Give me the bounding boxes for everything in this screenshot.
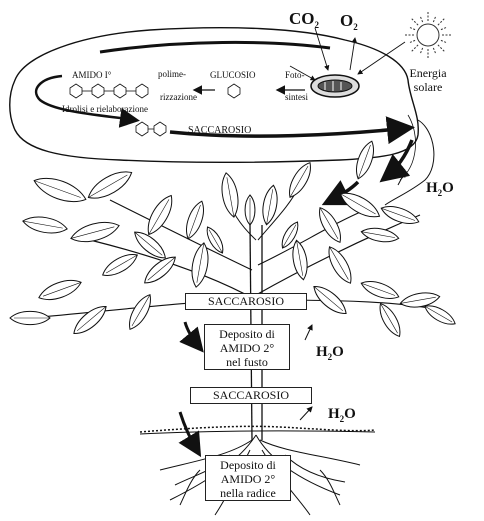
leaf-sucrose-label: SACCAROSIO: [188, 125, 251, 136]
water-label-bottom: H2O: [328, 406, 356, 424]
solar-energy-label: Energia: [409, 66, 447, 80]
starch-chain-icon: [70, 84, 148, 98]
stem-deposit-line3: nel fusto: [205, 355, 289, 369]
water-label-top: H2O: [426, 180, 454, 198]
solar-energy-label-2: solare: [414, 80, 443, 94]
leaf-1: [84, 165, 136, 204]
leaf-26: [375, 300, 405, 339]
leaf-30: [360, 226, 400, 245]
photosynthesis-label-2: sintesi: [285, 92, 309, 102]
leaf-4: [69, 218, 122, 247]
stem-deposit-box: Deposito di AMIDO 2° nel fusto: [204, 324, 290, 370]
hydrolysis-label: Idrolisi e rielaborazione: [62, 104, 148, 114]
leaf-0: [31, 172, 89, 208]
sucrose-box-lower: SACCAROSIO: [190, 387, 312, 404]
polimerization-label-2: rizzazione: [160, 92, 197, 102]
root-deposit-line2: AMIDO 2°: [206, 472, 290, 486]
leaf-17: [99, 249, 140, 280]
photosynthesis-label-1: Foto-: [285, 70, 305, 80]
root-deposit-box: Deposito di AMIDO 2° nella radice: [205, 455, 291, 501]
leaf-vein-arrow: [100, 42, 330, 52]
root-deposit-line3: nella radice: [206, 486, 290, 500]
glucose-label: GLUCOSIO: [210, 70, 256, 80]
sun-icon: [404, 11, 452, 59]
leaf-19: [10, 311, 50, 324]
root-deposit-line1: Deposito di: [206, 458, 290, 472]
water-label-middle: H2O: [316, 344, 344, 362]
glucose-molecule-icon: [228, 84, 240, 98]
co2-label: CO2: [289, 9, 320, 30]
leaf-20: [69, 301, 110, 339]
amido1-label: AMIDO I°: [72, 70, 112, 80]
stem-deposit-line1: Deposito di: [205, 327, 289, 341]
leaf-6: [182, 199, 208, 241]
leaf-3: [22, 214, 69, 236]
sucrose-upper-text: SACCAROSIO: [186, 294, 306, 309]
o2-label: O2: [340, 11, 358, 32]
leaf-9: [284, 159, 315, 200]
sucrose-box-upper: SACCAROSIO: [185, 293, 307, 310]
stem-deposit-line2: AMIDO 2°: [205, 341, 289, 355]
leaf-23: [359, 277, 401, 303]
sucrose-lower-text: SACCAROSIO: [191, 388, 311, 403]
leaf-21: [124, 291, 155, 332]
chloroplast-icon: [311, 75, 359, 97]
leaf-18: [36, 275, 83, 304]
leaf-7: [219, 172, 241, 219]
leaf-29: [352, 139, 378, 181]
leaf-31: [245, 195, 255, 225]
leaf-13: [323, 243, 356, 286]
sucrose-molecule-icon: [136, 122, 166, 136]
leaf-10: [314, 204, 345, 245]
polimerization-label-1: polime-: [158, 69, 186, 79]
leaf-8: [260, 184, 280, 226]
sucrose-flow-arrow: [385, 140, 412, 178]
